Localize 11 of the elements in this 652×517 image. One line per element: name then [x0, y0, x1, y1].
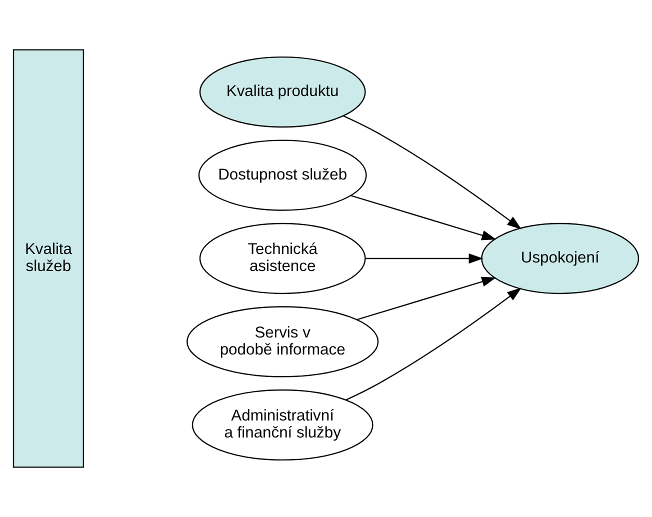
- arrow: [346, 288, 522, 401]
- arrow: [343, 115, 522, 230]
- node-ellipse: Servis v podobě informace: [186, 306, 379, 378]
- node-box: Kvalita služeb: [12, 49, 84, 468]
- node-ellipse: Technická asistence: [199, 222, 366, 294]
- arrow: [365, 253, 484, 264]
- arrow: [356, 276, 496, 320]
- node-ellipse: Administrativní a finanční služby: [192, 389, 374, 461]
- arrow: [350, 194, 496, 240]
- node-ellipse: Dostupnost služeb: [198, 140, 367, 211]
- node-ellipse: Kvalita produktu: [199, 56, 366, 128]
